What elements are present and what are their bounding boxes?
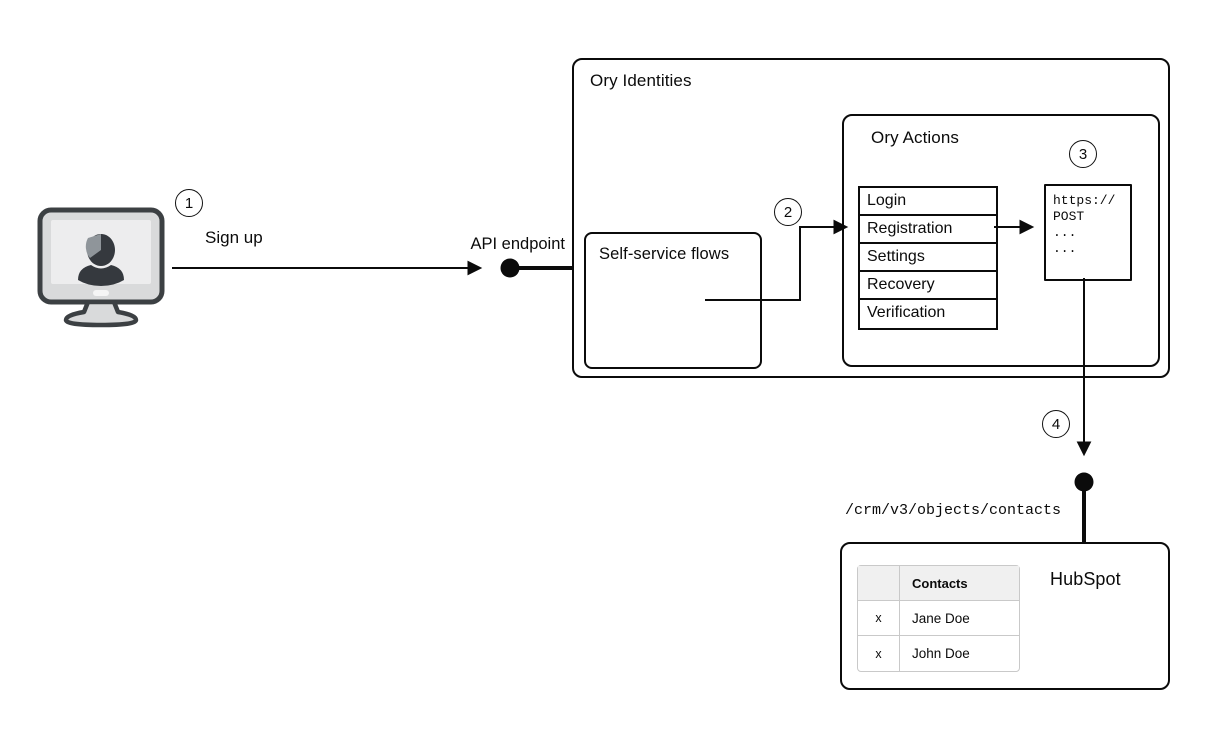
contacts-table: Contacts x Jane Doe x John Doe	[857, 565, 1020, 672]
ory-actions-title: Ory Actions	[871, 128, 960, 147]
contact-name-cell: John Doe	[912, 646, 970, 661]
self-service-flows-box: Self-service flows	[584, 232, 762, 369]
hubspot-box: HubSpot Contacts x Jane Doe x John Doe	[840, 542, 1170, 690]
webhook-method-line: POST	[1053, 209, 1085, 224]
self-service-flows-title: Self-service flows	[599, 245, 730, 263]
api-endpoint-dot	[500, 258, 520, 278]
monitor-user-icon-svg	[37, 207, 165, 328]
contacts-table-row: x Jane Doe	[858, 601, 1019, 636]
contacts-header-name-cell: Contacts	[900, 566, 1019, 601]
flow-list: Login Registration Settings Recovery Ver…	[858, 186, 998, 330]
monitor-stand	[63, 299, 139, 328]
ory-identities-title: Ory Identities	[590, 71, 692, 90]
monitor-button	[93, 290, 109, 296]
flow-row-login[interactable]: Login	[860, 188, 996, 216]
hubspot-title: HubSpot	[1050, 569, 1121, 589]
signup-label: Sign up	[205, 228, 263, 247]
ory-identities-box: Ory Identities Self-service flows Ory Ac…	[572, 58, 1170, 378]
step-1-badge: 1	[175, 189, 203, 217]
flow-row-recovery[interactable]: Recovery	[860, 272, 996, 300]
hubspot-endpoint-dot	[1074, 472, 1094, 492]
step-2-badge: 2	[774, 198, 802, 226]
ory-actions-box: Ory Actions Login Registration Settings …	[842, 114, 1160, 367]
flow-row-registration[interactable]: Registration	[860, 216, 996, 244]
flow-row-settings[interactable]: Settings	[860, 244, 996, 272]
monitor-user-icon	[36, 206, 166, 334]
contacts-header-check-cell	[858, 566, 900, 601]
webhook-request-box: https:// POST ... ...	[1044, 184, 1132, 281]
step-4-badge: 4	[1042, 410, 1070, 438]
step-3-badge: 3	[1069, 140, 1097, 168]
contact-check-cell: x	[858, 601, 900, 636]
crm-endpoint-path-label: /crm/v3/objects/contacts	[845, 502, 1062, 519]
webhook-ellipsis-line: ...	[1053, 241, 1077, 256]
flow-row-verification[interactable]: Verification	[860, 300, 996, 328]
api-endpoint-label: API endpoint	[470, 235, 566, 253]
contact-name-cell: Jane Doe	[900, 601, 1019, 636]
contact-check-cell: x	[858, 636, 900, 671]
contacts-table-row: x John Doe	[858, 636, 1019, 671]
webhook-ellipsis-line: ...	[1053, 225, 1077, 240]
contacts-table-header-row: Contacts	[858, 566, 1019, 601]
user-silhouette	[78, 234, 124, 286]
webhook-url-line: https://	[1053, 193, 1116, 208]
